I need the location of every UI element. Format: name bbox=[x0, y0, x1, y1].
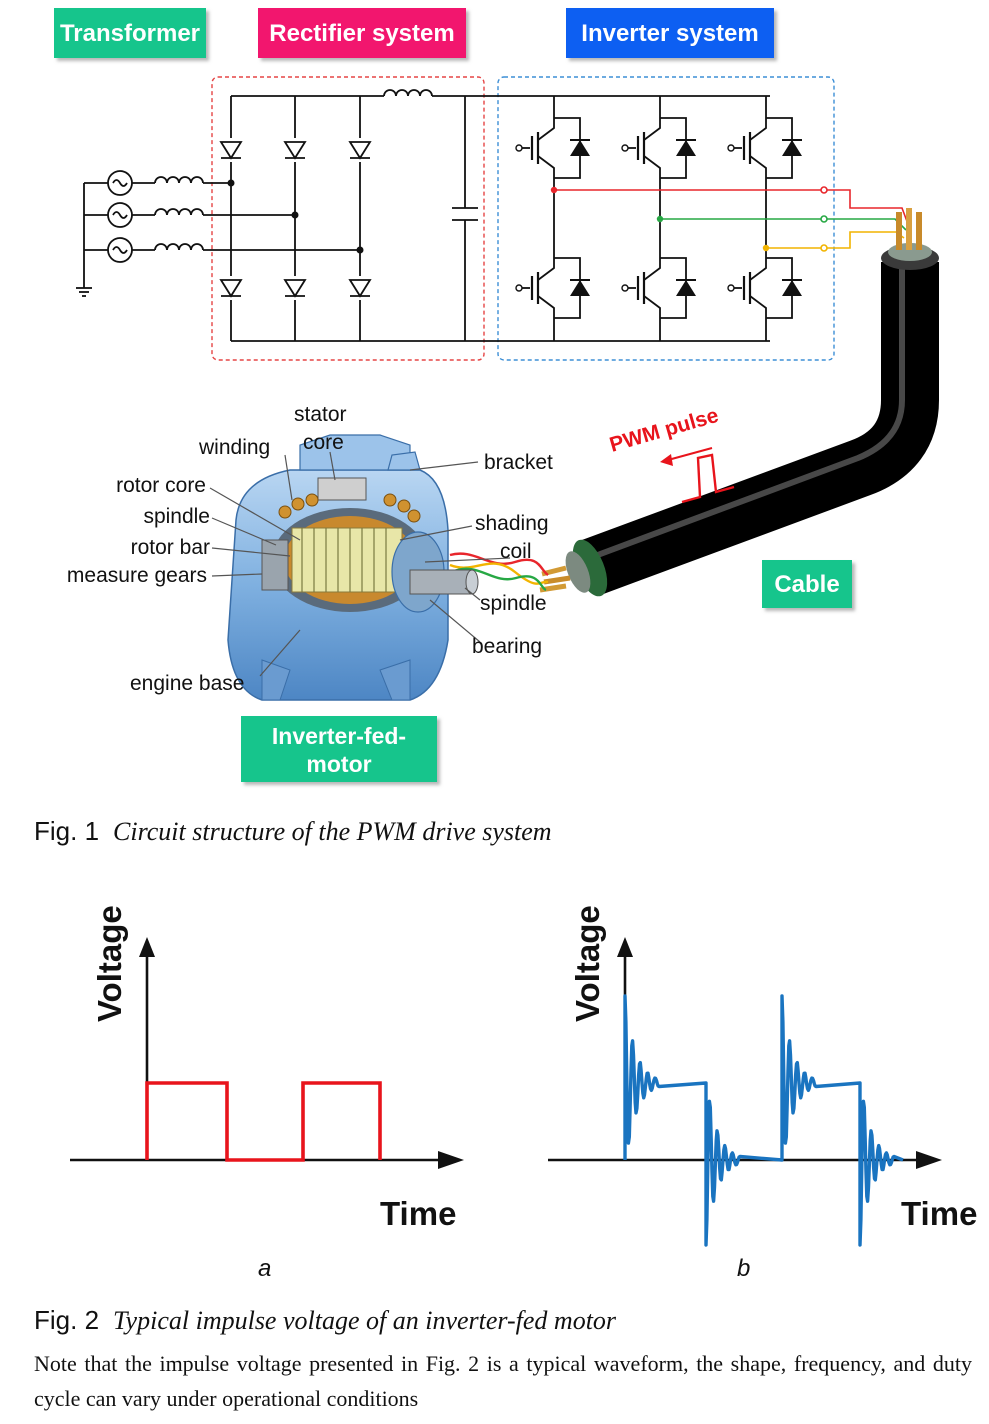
label-bracket: bracket bbox=[484, 451, 553, 474]
label-rotor-bar: rotor bar bbox=[131, 536, 210, 559]
panel-label-b: b bbox=[737, 1255, 750, 1282]
motor-label-line1: Inverter-fed- bbox=[272, 723, 406, 749]
transformer-circuit bbox=[76, 170, 360, 297]
axis-x-label-b: Time bbox=[901, 1195, 977, 1232]
fig2-caption-number: Fig. 2 bbox=[34, 1305, 100, 1335]
inverter-box bbox=[497, 76, 835, 361]
panel-label-a: a bbox=[258, 1255, 271, 1282]
motor-labels: stator core winding bracket rotor core s… bbox=[67, 403, 553, 695]
fig1-caption-text: Circuit structure of the PWM drive syste… bbox=[113, 817, 552, 846]
label-bearing: bearing bbox=[472, 635, 542, 658]
label-winding: winding bbox=[198, 436, 270, 459]
motor-lead-wires bbox=[449, 552, 549, 592]
transformer-label: Transformer bbox=[60, 20, 200, 47]
axis-y-label-a: Voltage bbox=[91, 905, 128, 1022]
cable-tag: Cable bbox=[762, 560, 852, 608]
axis-y-label-b: Voltage bbox=[569, 905, 606, 1022]
waveform-panel-a: Voltage Time a bbox=[70, 905, 464, 1282]
label-rotor-core: rotor core bbox=[116, 474, 206, 497]
pwm-pulse-annotation: PWM pulse bbox=[607, 404, 735, 504]
label-shading: shading bbox=[475, 512, 549, 535]
label-spindle-left: spindle bbox=[143, 505, 210, 528]
axis-x-label-a: Time bbox=[380, 1195, 456, 1232]
ringing-wave bbox=[623, 994, 904, 1247]
pwm-pulse-label: PWM pulse bbox=[607, 404, 721, 457]
rectifier-box bbox=[211, 76, 485, 361]
motor-illustration bbox=[227, 434, 479, 701]
waveform-panel-b: Voltage Time b bbox=[548, 905, 977, 1282]
cable-illustration bbox=[539, 208, 939, 597]
fig2-caption: Fig. 2 Typical impulse voltage of an inve… bbox=[34, 1305, 616, 1336]
rectifier-diodes bbox=[220, 138, 371, 300]
motor-tag: Inverter-fed- motor bbox=[241, 716, 437, 782]
rectifier-label: Rectifier system bbox=[269, 20, 454, 47]
phase-outputs bbox=[550, 186, 909, 252]
cable-label: Cable bbox=[774, 571, 839, 598]
square-wave bbox=[145, 1081, 382, 1162]
motor-leader-lines bbox=[209, 451, 511, 677]
fig2-caption-text: Typical impulse voltage of an inverter-f… bbox=[113, 1306, 617, 1335]
inverter-tag: Inverter system bbox=[566, 8, 774, 58]
rectifier-tag: Rectifier system bbox=[258, 8, 466, 58]
fig1-caption-number: Fig. 1 bbox=[34, 816, 100, 846]
label-core: core bbox=[303, 431, 344, 454]
inverter-label: Inverter system bbox=[581, 20, 758, 47]
label-engine-base: engine base bbox=[130, 672, 244, 695]
label-measure-gears: measure gears bbox=[67, 564, 207, 587]
figure-note: Note that the impulse voltage presented … bbox=[34, 1351, 972, 1411]
label-spindle-right: spindle bbox=[480, 592, 547, 615]
fig1-caption: Fig. 1 Circuit structure of the PWM drive… bbox=[34, 816, 552, 847]
transformer-tag: Transformer bbox=[54, 8, 206, 58]
rectifier-bridge bbox=[230, 89, 770, 342]
motor-label-line2: motor bbox=[306, 751, 371, 777]
label-stator: stator bbox=[294, 403, 347, 426]
label-coil: coil bbox=[500, 540, 532, 563]
